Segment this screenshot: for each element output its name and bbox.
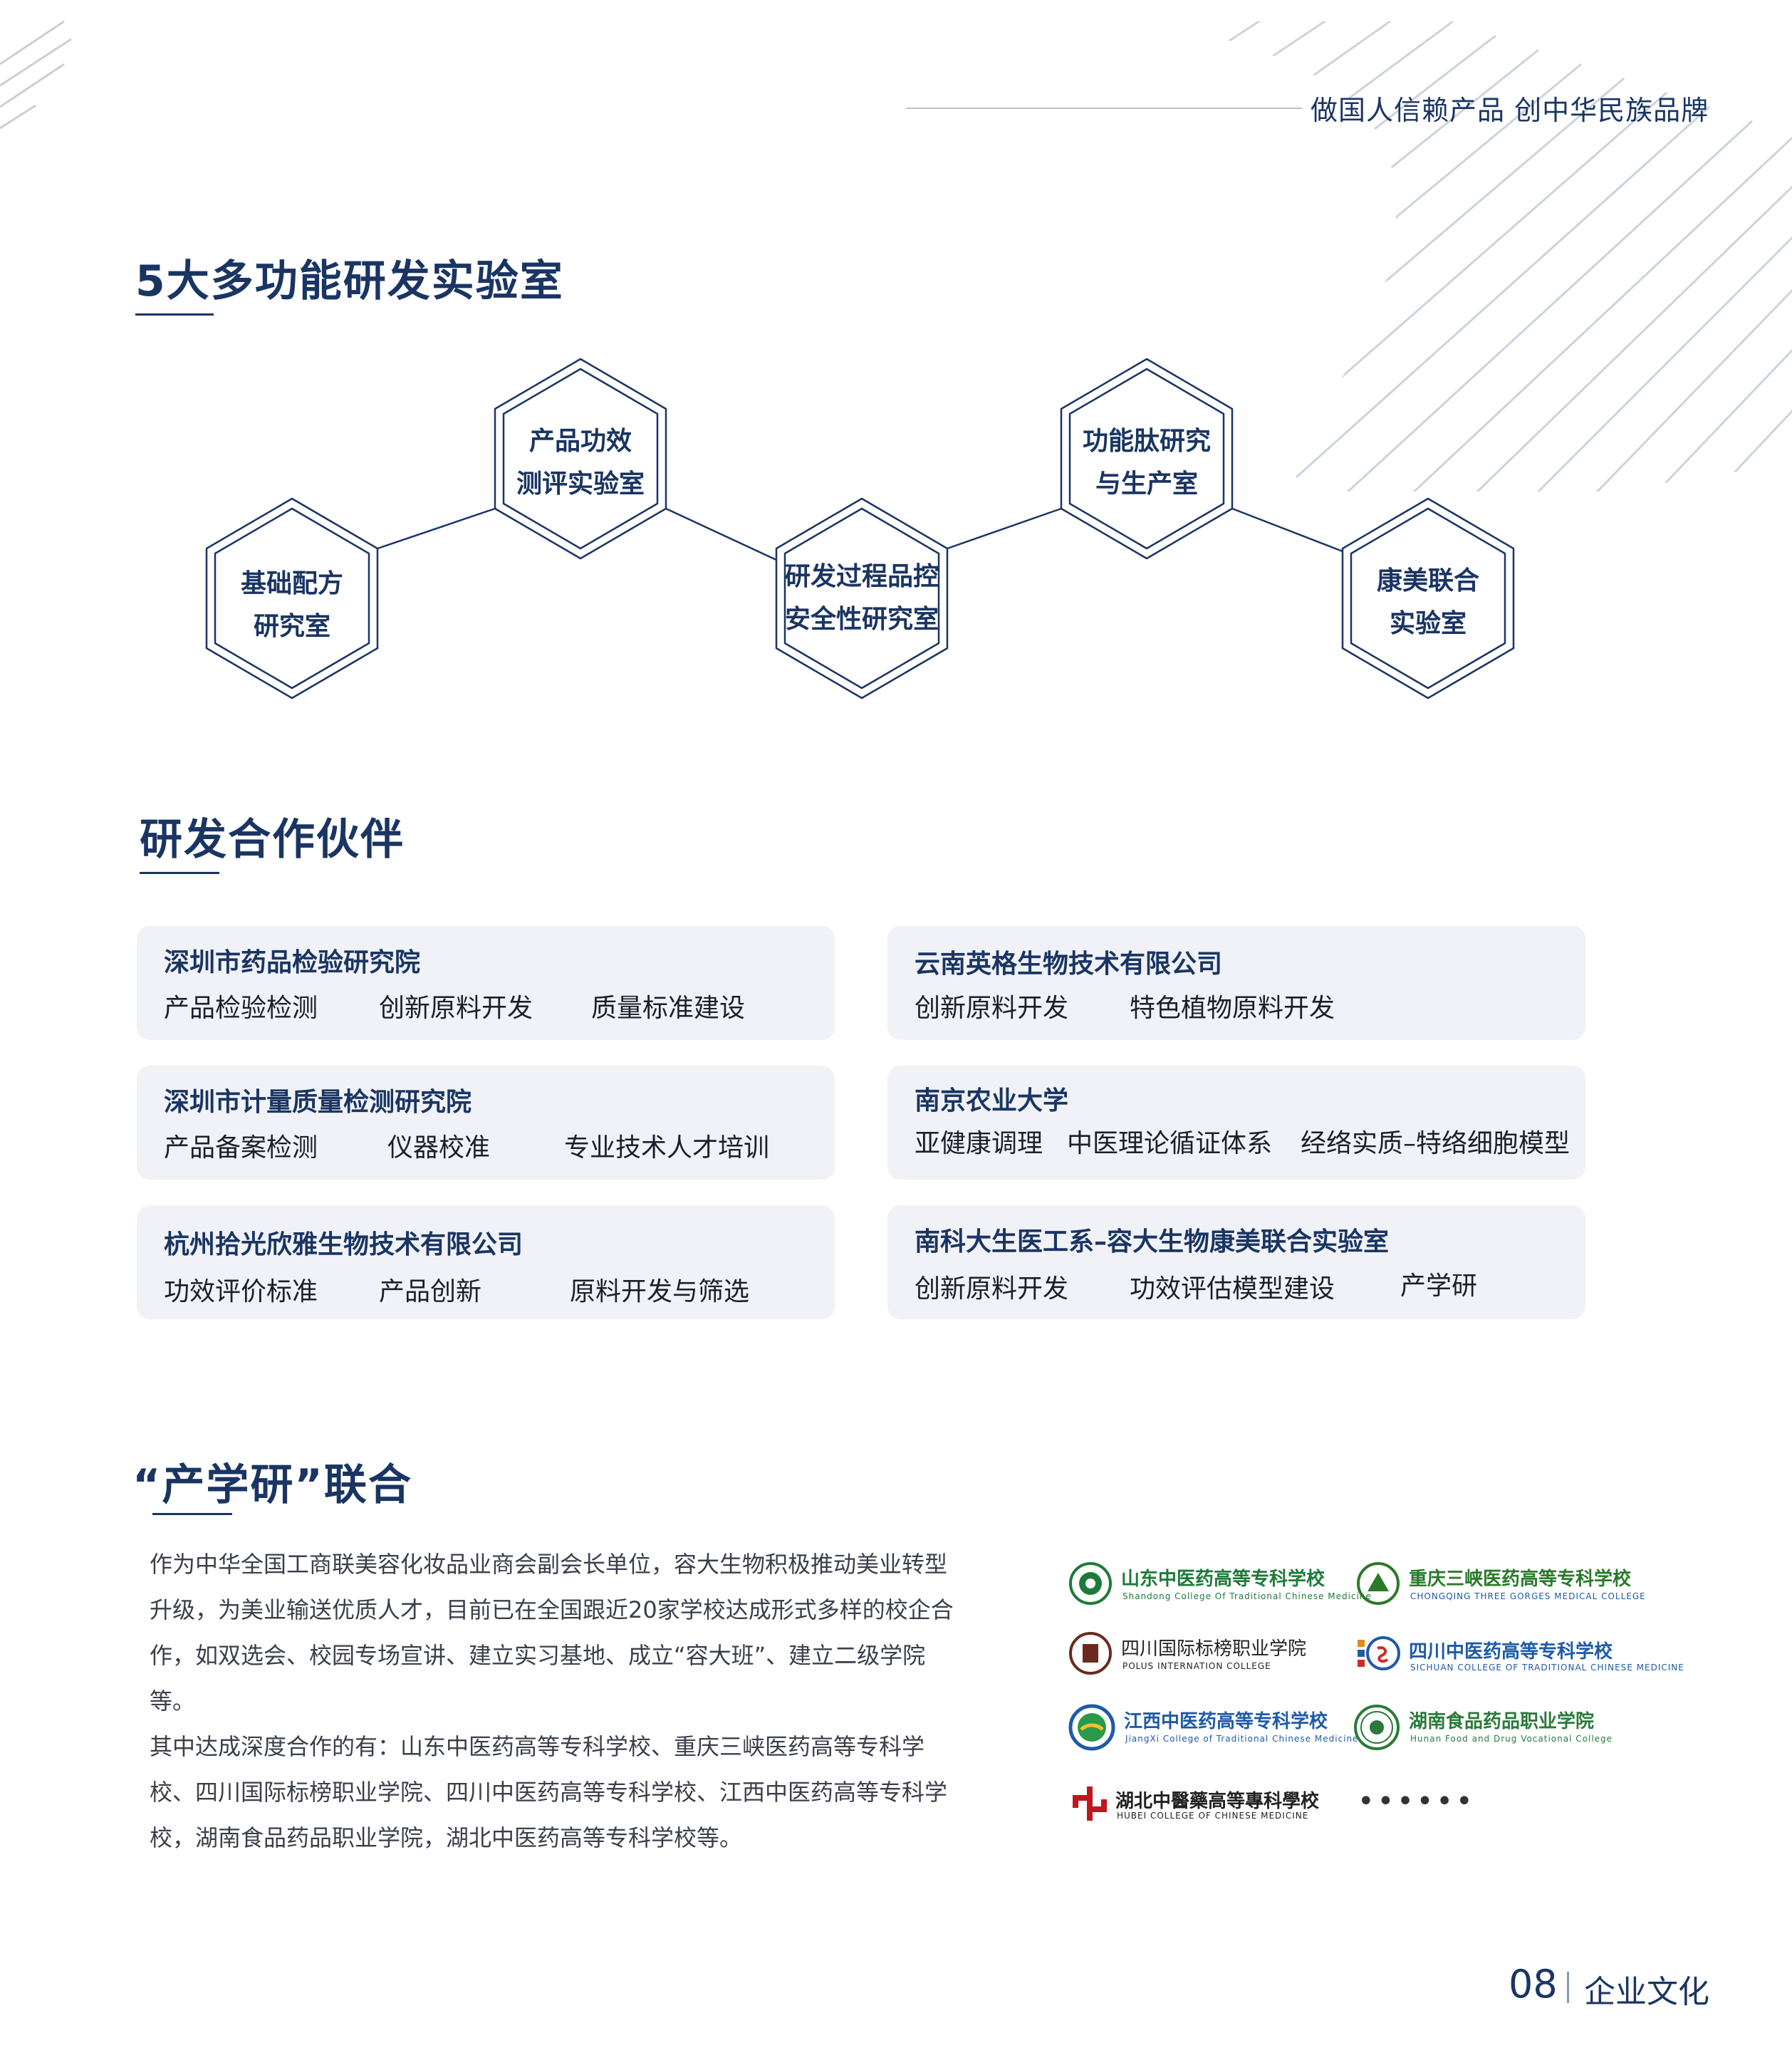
hex-outer <box>1341 497 1515 699</box>
partner-tag: 特色植物原料开发 <box>1130 994 1335 1023</box>
school-emblem-icon <box>1354 1705 1400 1750</box>
lab-peptide-research: 功能肽研究 与生产室 <box>1061 420 1232 506</box>
partner-tag: 功效评估模型建设 <box>1130 1274 1335 1304</box>
connector-line <box>1231 507 1343 553</box>
school-emblem-icon <box>1358 1636 1400 1670</box>
lab-label-line2: 实验室 <box>1389 609 1467 638</box>
school-subtitle: JiangXi College of Traditional Chinese M… <box>1125 1734 1359 1744</box>
school-emblem-icon <box>1073 1786 1107 1821</box>
hex-inner <box>783 507 940 690</box>
footer-separator <box>1567 1972 1569 2003</box>
partner-tag: 产品检验检测 <box>164 994 318 1023</box>
partner-tag: 创新原料开发 <box>379 994 533 1023</box>
school-name: 重庆三峡医药高等专科学校 <box>1409 1569 1632 1590</box>
partner-tag: 经络实质–特络细胞模型 <box>1301 1129 1570 1158</box>
labs-hex-network <box>205 358 1515 699</box>
school-name: 江西中医药高等专科学校 <box>1124 1711 1328 1732</box>
partner-name: 杭州拾光欣雅生物技术有限公司 <box>164 1230 523 1259</box>
industry-description: 作为中华全国工商联美容化妆品业商会副会长单位，容大生物积极推动美业转型升级，为美… <box>150 1541 954 1861</box>
footer-section-label: 企业文化 <box>1584 1974 1709 2010</box>
lab-label-line1: 康美联合 <box>1376 566 1479 595</box>
school-subtitle: Hunan Food and Drug Vocational College <box>1410 1734 1613 1744</box>
hex-inner <box>1068 368 1225 550</box>
lab-efficacy-evaluation: 产品功效 测评实验室 <box>495 420 666 506</box>
partner-card: 南科大生医工系–容大生物康美联合实验室 创新原料开发 功效评估模型建设 产学研 <box>887 1205 1585 1319</box>
partners-title-rule <box>140 872 219 874</box>
school-name: 山东中医药高等专科学校 <box>1121 1569 1325 1590</box>
partner-tag: 创新原料开发 <box>915 1274 1069 1304</box>
labs-title-rule <box>135 313 214 316</box>
school-subtitle: SICHUAN COLLEGE OF TRADITIONAL CHINESE M… <box>1410 1663 1684 1673</box>
school-subtitle: POLUS INTERNATION COLLEGE <box>1122 1661 1271 1671</box>
lab-quality-safety: 研发过程品控 安全性研究室 <box>776 556 947 641</box>
hex-inner <box>214 507 370 690</box>
lab-label-line2: 测评实验室 <box>516 469 645 499</box>
partner-tag: 质量标准建设 <box>591 994 746 1023</box>
slogan-rule <box>906 108 1302 109</box>
lab-label-line1: 产品功效 <box>528 427 632 456</box>
partner-card: 深圳市计量质量检测研究院 产品备案检测 仪器校准 专业技术人才培训 <box>137 1066 835 1180</box>
lab-label-line1: 功能肽研究 <box>1082 427 1211 456</box>
industry-paragraph: 作为中华全国工商联美容化妆品业商会副会长单位，容大生物积极推动美业转型升级，为美… <box>150 1551 954 1715</box>
partner-card: 杭州拾光欣雅生物技术有限公司 功效评价标准 产品创新 原料开发与筛选 <box>137 1205 835 1319</box>
decorative-stripes-top-right <box>1182 21 1792 492</box>
partners-section-title: 研发合作伙伴 <box>140 815 405 865</box>
partner-name: 南京农业大学 <box>915 1086 1069 1115</box>
page-number: 08 <box>1509 1962 1558 2007</box>
partner-tag: 原料开发与筛选 <box>570 1277 750 1306</box>
school-subtitle: HUBEI COLLEGE OF CHINESE MEDICINE <box>1117 1811 1309 1821</box>
hex-outer <box>494 358 667 560</box>
school-name: 四川中医药高等专科学校 <box>1409 1641 1613 1663</box>
hex-inner <box>1350 507 1506 690</box>
partner-name: 深圳市计量质量检测研究院 <box>164 1088 472 1117</box>
partner-card: 深圳市药品检验研究院 产品检验检测 创新原料开发 质量标准建设 <box>137 926 835 1040</box>
school-emblem-icon <box>1068 1704 1115 1751</box>
industry-title-rule <box>152 1513 232 1515</box>
partner-tag: 中医理论循证体系 <box>1067 1129 1273 1158</box>
hex-outer <box>205 497 379 699</box>
connector-line <box>377 507 496 550</box>
lab-joint-lab: 康美联合 实验室 <box>1343 560 1514 645</box>
lab-label-line1: 基础配方 <box>240 569 343 598</box>
lab-basic-formula: 基础配方 研究室 <box>207 563 377 648</box>
more-schools-ellipsis: •••••• <box>1358 1785 1476 1818</box>
partner-tag: 功效评价标准 <box>164 1277 318 1306</box>
partner-name: 深圳市药品检验研究院 <box>164 948 421 977</box>
partner-tag: 产学研 <box>1400 1271 1478 1301</box>
school-emblem-icon <box>1069 1562 1112 1605</box>
connector-line <box>947 507 1062 550</box>
partner-tag: 产品备案检测 <box>164 1133 318 1163</box>
school-emblem-icon <box>1357 1562 1400 1605</box>
partner-card: 南京农业大学 亚健康调理 中医理论循证体系 经络实质–特络细胞模型 <box>887 1066 1585 1180</box>
industry-section-title: “产学研”联合 <box>132 1460 412 1510</box>
lab-label-line1: 研发过程品控 <box>784 562 939 591</box>
hex-outer <box>775 497 949 699</box>
school-subtitle: CHONGQING THREE GORGES MEDICAL COLLEGE <box>1410 1591 1646 1601</box>
partner-name: 云南英格生物技术有限公司 <box>915 950 1223 979</box>
school-subtitle: Shandong College Of Traditional Chinese … <box>1122 1591 1372 1601</box>
partner-tag: 专业技术人才培训 <box>564 1133 770 1163</box>
school-name: 四川国际标榜职业学院 <box>1121 1638 1307 1660</box>
school-name: 湖南食品药品职业学院 <box>1409 1711 1595 1732</box>
lab-label-line2: 安全性研究室 <box>784 605 939 634</box>
decorative-stripes-top-left <box>0 20 72 130</box>
labs-section-title: 5大多功能研发实验室 <box>135 256 564 306</box>
partner-card: 云南英格生物技术有限公司 创新原料开发 特色植物原料开发 <box>887 926 1585 1040</box>
school-name: 湖北中醫藥高等專科學校 <box>1115 1791 1320 1812</box>
connector-line <box>665 507 777 561</box>
partner-tag: 产品创新 <box>379 1277 482 1306</box>
partner-name: 南科大生医工系–容大生物康美联合实验室 <box>915 1227 1390 1257</box>
partner-tag: 创新原料开发 <box>915 994 1069 1023</box>
header-slogan: 做国人信赖产品 创中华民族品牌 <box>1311 95 1709 126</box>
partner-tag: 仪器校准 <box>387 1133 491 1163</box>
industry-paragraph: 其中达成深度合作的有：山东中医药高等专科学校、重庆三峡医药高等专科学校、四川国际… <box>150 1733 948 1851</box>
lab-label-line2: 研究室 <box>253 612 330 641</box>
school-emblem-icon <box>1069 1632 1112 1675</box>
lab-label-line2: 与生产室 <box>1095 469 1198 499</box>
hex-outer <box>1060 358 1234 560</box>
hex-inner <box>502 368 659 550</box>
partner-tag: 亚健康调理 <box>915 1129 1043 1158</box>
